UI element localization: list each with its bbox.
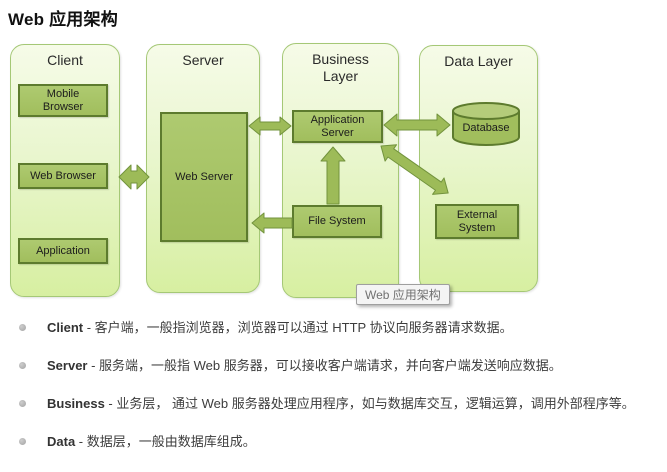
list-item-client: Client - 客户端，一般指浏览器，浏览器可以通过 HTTP 协议向服务器请… [0,320,667,335]
node-mobile-browser: Mobile Browser [18,84,108,117]
list-item-business: Business - 业务层， 通过 Web 服务器处理应用程序，如与数据库交互… [0,396,667,411]
node-external-system: External System [435,204,519,239]
database-cylinder-icon: Database [452,102,520,146]
list-item-data: Data - 数据层，一般由数据库组成。 [0,434,667,449]
group-business-layer-title: Business Layer [312,51,369,84]
term-business: Business [47,396,105,411]
node-database-label: Database [462,122,509,134]
node-application-server: Application Server [292,110,383,143]
bullet-icon [19,438,26,445]
group-data-layer: Data Layer [419,45,538,292]
term-data: Data [47,434,76,449]
arrow-client-server [118,164,150,190]
desc-client: - 客户端，一般指浏览器，浏览器可以通过 HTTP 协议向服务器请求数据。 [83,320,513,335]
list-item-server: Server - 服务端，一般指 Web 服务器，可以接收客户端请求，并向客户端… [0,358,667,373]
bullet-icon [19,324,26,331]
term-server: Server [47,358,88,373]
node-file-system: File System [292,205,382,238]
node-application: Application [18,238,108,264]
node-web-browser: Web Browser [18,163,108,189]
group-data-layer-title: Data Layer [444,53,513,69]
hover-tooltip: Web 应用架构 [356,284,450,305]
bullet-icon [19,400,26,407]
page-title: Web 应用架构 [8,10,118,29]
desc-server: - 服务端，一般指 Web 服务器，可以接收客户端请求，并向客户端发送响应数据。 [87,358,562,373]
desc-business: - 业务层， 通过 Web 服务器处理应用程序，如与数据库交互，逻辑运算，调用外… [104,396,635,411]
term-client: Client [47,320,84,335]
group-server-title: Server [182,52,224,68]
bullet-icon [19,362,26,369]
desc-data: - 数据层，一般由数据库组成。 [75,434,256,449]
description-list: Client - 客户端，一般指浏览器，浏览器可以通过 HTTP 协议向服务器请… [0,320,667,472]
architecture-diagram: Client Server Business Layer Data Layer … [10,43,538,305]
node-web-server: Web Server [160,112,248,242]
group-client-title: Client [47,52,83,68]
group-business-layer: Business Layer [282,43,399,298]
